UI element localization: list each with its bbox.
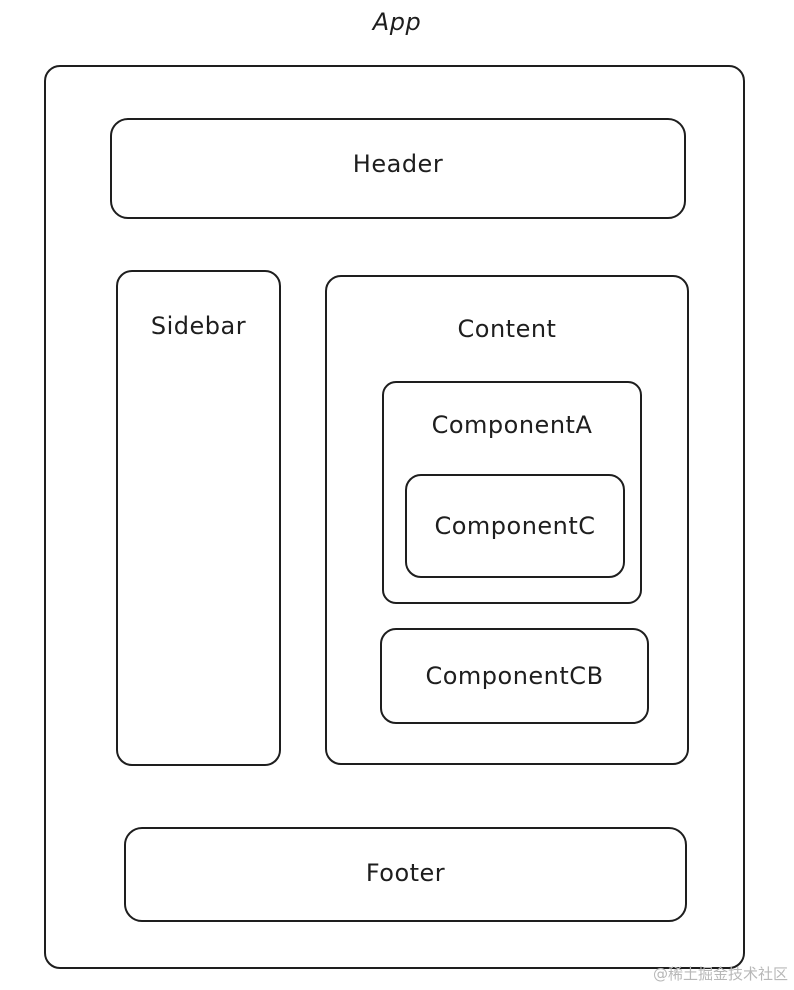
header-block: Header: [110, 118, 686, 219]
header-label: Header: [352, 150, 444, 178]
content-label: Content: [457, 315, 557, 343]
footer-block: Footer: [124, 827, 687, 922]
watermark-text: @稀土掘金技术社区: [652, 965, 788, 983]
component-cb-label: ComponentCB: [425, 662, 604, 690]
component-cb-block: ComponentCB: [380, 628, 649, 724]
component-c-block: ComponentC: [405, 474, 625, 578]
sidebar-label: Sidebar: [150, 312, 247, 340]
component-a-label: ComponentA: [431, 411, 593, 439]
sidebar-block: Sidebar: [116, 270, 281, 766]
app-title: App: [372, 8, 422, 36]
footer-label: Footer: [365, 859, 446, 887]
component-c-label: ComponentC: [434, 512, 596, 540]
